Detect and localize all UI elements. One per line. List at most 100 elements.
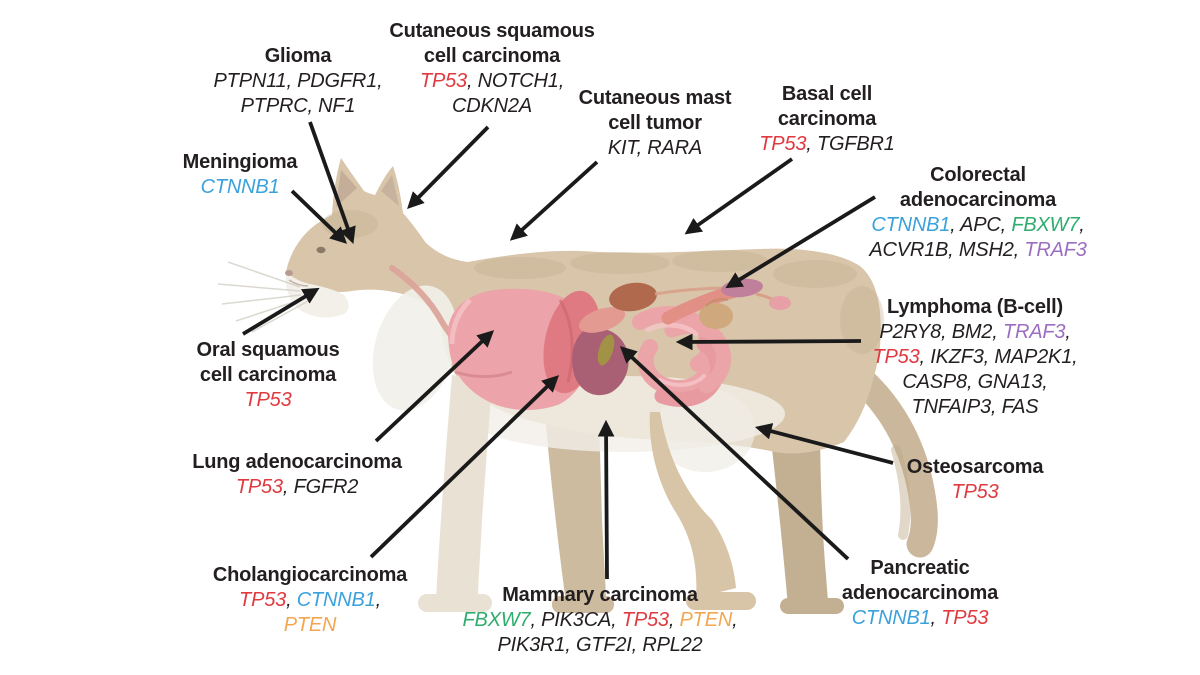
gene-name: TP53: [621, 609, 669, 631]
gene-name: PTEN: [679, 609, 733, 631]
gene-name: , FGFR2: [282, 476, 359, 498]
gene-name: , NOTCH1,: [466, 70, 565, 92]
gene-list-line: P2RY8, BM2, TRAF3,: [845, 320, 1105, 345]
cancer-type-title: carcinoma: [777, 108, 877, 130]
gene-name: CTNNB1: [200, 176, 280, 198]
gene-name: FBXW7: [1011, 214, 1080, 236]
gene-name: KIT, RARA: [607, 137, 703, 159]
gene-list-line: TNFAIP3, FAS: [845, 395, 1105, 420]
cancer-type-title: cell tumor: [608, 112, 702, 134]
gene-list-line: PTPRC, NF1: [178, 94, 418, 119]
gene-list-line: CDKN2A: [367, 94, 617, 119]
gene-list-line: TP53, FGFR2: [167, 475, 427, 500]
gene-list-line: KIT, RARA: [550, 136, 760, 161]
gene-name: PTPRC, NF1: [240, 95, 356, 117]
gene-name: CTNNB1: [851, 607, 931, 629]
gene-name: TP53: [951, 481, 999, 503]
gene-list-line: PIK3R1, GTF2I, RPL22: [440, 633, 760, 658]
gene-name: TP53: [872, 346, 920, 368]
gene-name: TP53: [244, 389, 292, 411]
gene-name: PTEN: [283, 614, 337, 636]
gene-list-line: TP53: [875, 480, 1075, 505]
gene-name: CTNNB1: [296, 589, 376, 611]
gene-name: ,: [732, 609, 738, 631]
cat-eye: [316, 246, 326, 254]
gene-list-line: PTPN11, PDGFR1,: [178, 69, 418, 94]
cancer-type-title: Pancreatic: [870, 557, 970, 579]
gene-name: ,: [1065, 321, 1071, 343]
gene-name: , IKZF3, MAP2K1,: [919, 346, 1078, 368]
gene-name: TRAF3: [1002, 321, 1066, 343]
gene-name: ,: [1079, 214, 1085, 236]
gene-list-line: CASP8, GNA13,: [845, 370, 1105, 395]
gene-name: CASP8, GNA13,: [902, 371, 1048, 393]
gene-name: P2RY8, BM2,: [879, 321, 1003, 343]
gene-name: , APC,: [950, 214, 1012, 236]
arrow-lung-adenocarcinoma: [374, 330, 495, 443]
gallbladder: [597, 334, 615, 366]
gene-name: CTNNB1: [871, 214, 951, 236]
cancer-type-title: Cholangiocarcinoma: [212, 564, 408, 586]
cancer-type-title: Meningioma: [182, 151, 298, 173]
cat-nose: [285, 270, 293, 276]
cancer-type-title: Colorectal: [930, 164, 1026, 186]
cancer-type-title: adenocarcinoma: [841, 582, 999, 604]
cancer-type-title: Oral squamous: [196, 339, 340, 361]
arrow-pancreatic-adenocarcinoma: [619, 346, 850, 561]
gene-name: TP53: [419, 70, 467, 92]
gene-list-line: CTNNB1: [150, 175, 330, 200]
cat-front-near-leg: [436, 375, 492, 600]
gene-list-line: TP53, TGFBR1: [737, 132, 917, 157]
cancer-type-title: Cutaneous mast: [578, 87, 732, 109]
gene-name: ,: [930, 607, 942, 629]
cancer-type-title: adenocarcinoma: [899, 189, 1057, 211]
pelvic-organ: [769, 296, 791, 310]
gene-name: ACVR1B, MSH2,: [869, 239, 1025, 261]
arrow-glioma: [308, 121, 356, 244]
gene-name: PTPN11, PDGFR1,: [213, 70, 383, 92]
cancer-type-title: cell carcinoma: [423, 45, 561, 67]
gene-list-line: TP53, IKZF3, MAP2K1,: [845, 345, 1105, 370]
gene-list-line: FBXW7, PIK3CA, TP53, PTEN,: [440, 608, 760, 633]
gene-name: PIK3R1, GTF2I, RPL22: [497, 634, 703, 656]
arrow-basal-cell-carcinoma: [684, 157, 794, 235]
gene-list-line: TP53, CTNNB1,: [190, 588, 430, 613]
gene-name: TNFAIP3, FAS: [911, 396, 1039, 418]
cat-hind-near-leg: [649, 412, 736, 598]
gene-list-line: CTNNB1, APC, FBXW7,: [848, 213, 1108, 238]
cat-ear-inner-front: [336, 170, 357, 207]
gene-name: , TGFBR1: [806, 133, 895, 155]
gene-name: ,: [286, 589, 297, 611]
cat-fur-patches: [322, 210, 884, 354]
gene-name: , PIK3CA,: [530, 609, 622, 631]
arrow-meningioma: [290, 189, 348, 244]
arrow-lymphoma-b-cell: [675, 333, 862, 351]
gene-list-line: TP53, NOTCH1,: [367, 69, 617, 94]
stomach: [578, 307, 626, 333]
gene-name: TRAF3: [1024, 239, 1087, 261]
cancer-type-title: Glioma: [264, 45, 332, 67]
gene-list-line: ACVR1B, MSH2, TRAF3: [848, 238, 1108, 263]
gene-name: TP53: [759, 133, 807, 155]
cat-mouth-line: [288, 279, 309, 287]
cancer-type-title: Mammary carcinoma: [502, 584, 698, 606]
arrows-layer: [242, 121, 894, 580]
cancer-type-title: cell carcinoma: [199, 364, 337, 386]
cat-tail: [836, 356, 938, 558]
gene-name: ,: [668, 609, 680, 631]
label-lymphoma-b-cell: Lymphoma (B-cell)P2RY8, BM2, TRAF3,TP53,…: [845, 295, 1105, 420]
gene-name: CDKN2A: [452, 95, 532, 117]
